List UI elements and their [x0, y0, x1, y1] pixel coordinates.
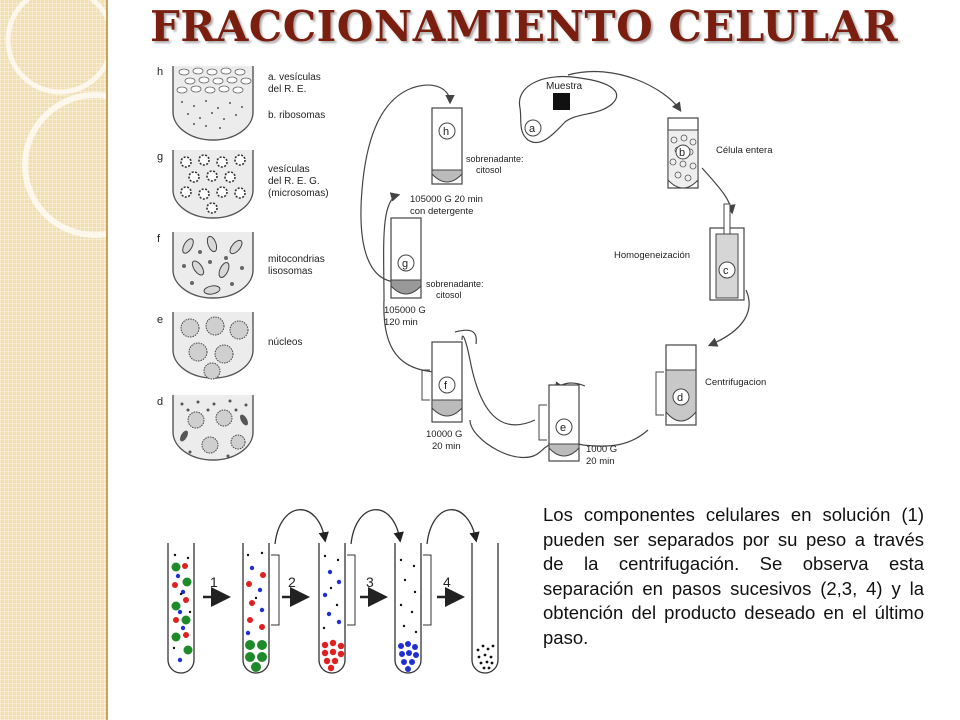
description-text: Los componentes celulares en solución (1… [543, 504, 924, 648]
tube-d: d Centrifugacion [655, 344, 766, 426]
step-3-label: 3 [366, 574, 374, 590]
label-centrifugacion: Centrifugacion [705, 377, 766, 388]
label-celula-entera: Célula entera [716, 145, 773, 156]
seq-tube-4 [394, 543, 432, 674]
tube-e: e 1000 G 20 min [538, 384, 620, 467]
bowl-letter: e [157, 314, 163, 326]
bowl-h-label: a. vesículas del R. E. b. ribosomas [268, 72, 325, 121]
tube-f: f 10000 G 20 min [421, 341, 465, 452]
seq-tube-1 [167, 543, 195, 674]
label-muestra: Muestra [546, 81, 583, 92]
svg-text:b: b [679, 147, 685, 159]
bowl-g: g vesículas del R. E. G. (microsomas) [157, 150, 329, 219]
bowl-g-label: vesículas del R. E. G. (microsomas) [268, 164, 329, 199]
bowl-f-label: mitocondrias lisosomas [268, 254, 327, 277]
tube-h: h sobrenadante: citosol 105000 G 20 min … [410, 107, 526, 217]
bowl-letter: h [157, 66, 163, 78]
step-2-label: 2 [288, 574, 296, 590]
seq-tube-2 [242, 543, 280, 674]
svg-text:105000 G 20 min con de: 105000 G 20 min con detergente [410, 194, 486, 217]
page-title: FRACCIONAMIENTO CELULAR [150, 2, 899, 51]
decorative-circles [5, 0, 106, 238]
svg-text:c: c [723, 265, 729, 277]
bowl-h: h a. vesículas del R. E. b. ribosomas [157, 66, 325, 141]
bowl-letter: f [157, 233, 161, 245]
svg-text:h: h [443, 126, 449, 138]
centrifugation-cycle: Muestra a h sobrenadante: citosol 105000… [360, 70, 773, 467]
bowl-e: e núcleos [157, 312, 302, 380]
tube-label-a: a [529, 123, 536, 135]
svg-text:sobrenadante: citosol: sobrenadante: citosol [426, 279, 486, 300]
svg-text:d: d [677, 392, 683, 404]
bowl-d: d [157, 395, 254, 461]
bowl-letter: d [157, 396, 163, 408]
bowl-e-label: núcleos [268, 337, 302, 348]
tube-g: g sobrenadante: citosol 105000 G 120 min [384, 217, 486, 328]
seq-tube-3 [318, 543, 356, 674]
step-1-label: 1 [210, 574, 218, 590]
bowl-letter: g [157, 151, 163, 163]
svg-text:10000 G 20 min: 10000 G 20 min [426, 429, 465, 452]
label-homogeneizacion: Homogeneización [614, 250, 690, 261]
separation-sequence: 1 2 3 [167, 509, 499, 674]
seq-tube-5 [471, 543, 499, 674]
bowl-f: f mitocondrias lisosomas [157, 232, 327, 299]
svg-text:1000 G 20 min: 1000 G 20 min [586, 444, 620, 467]
svg-text:f: f [444, 380, 448, 392]
svg-text:sobrenadante: citosol: sobrenadante: citosol [466, 154, 526, 175]
decorative-left-band [0, 0, 106, 720]
step-4-label: 4 [443, 574, 451, 590]
svg-text:e: e [560, 422, 566, 434]
decorative-left-rule [106, 0, 108, 720]
sample-block [553, 93, 570, 110]
tube-b: b Célula entera [667, 117, 773, 189]
svg-text:105000 G 120 min: 105000 G 120 min [384, 305, 428, 328]
svg-text:g: g [402, 258, 408, 270]
tube-c: c Homogeneización [614, 203, 745, 301]
